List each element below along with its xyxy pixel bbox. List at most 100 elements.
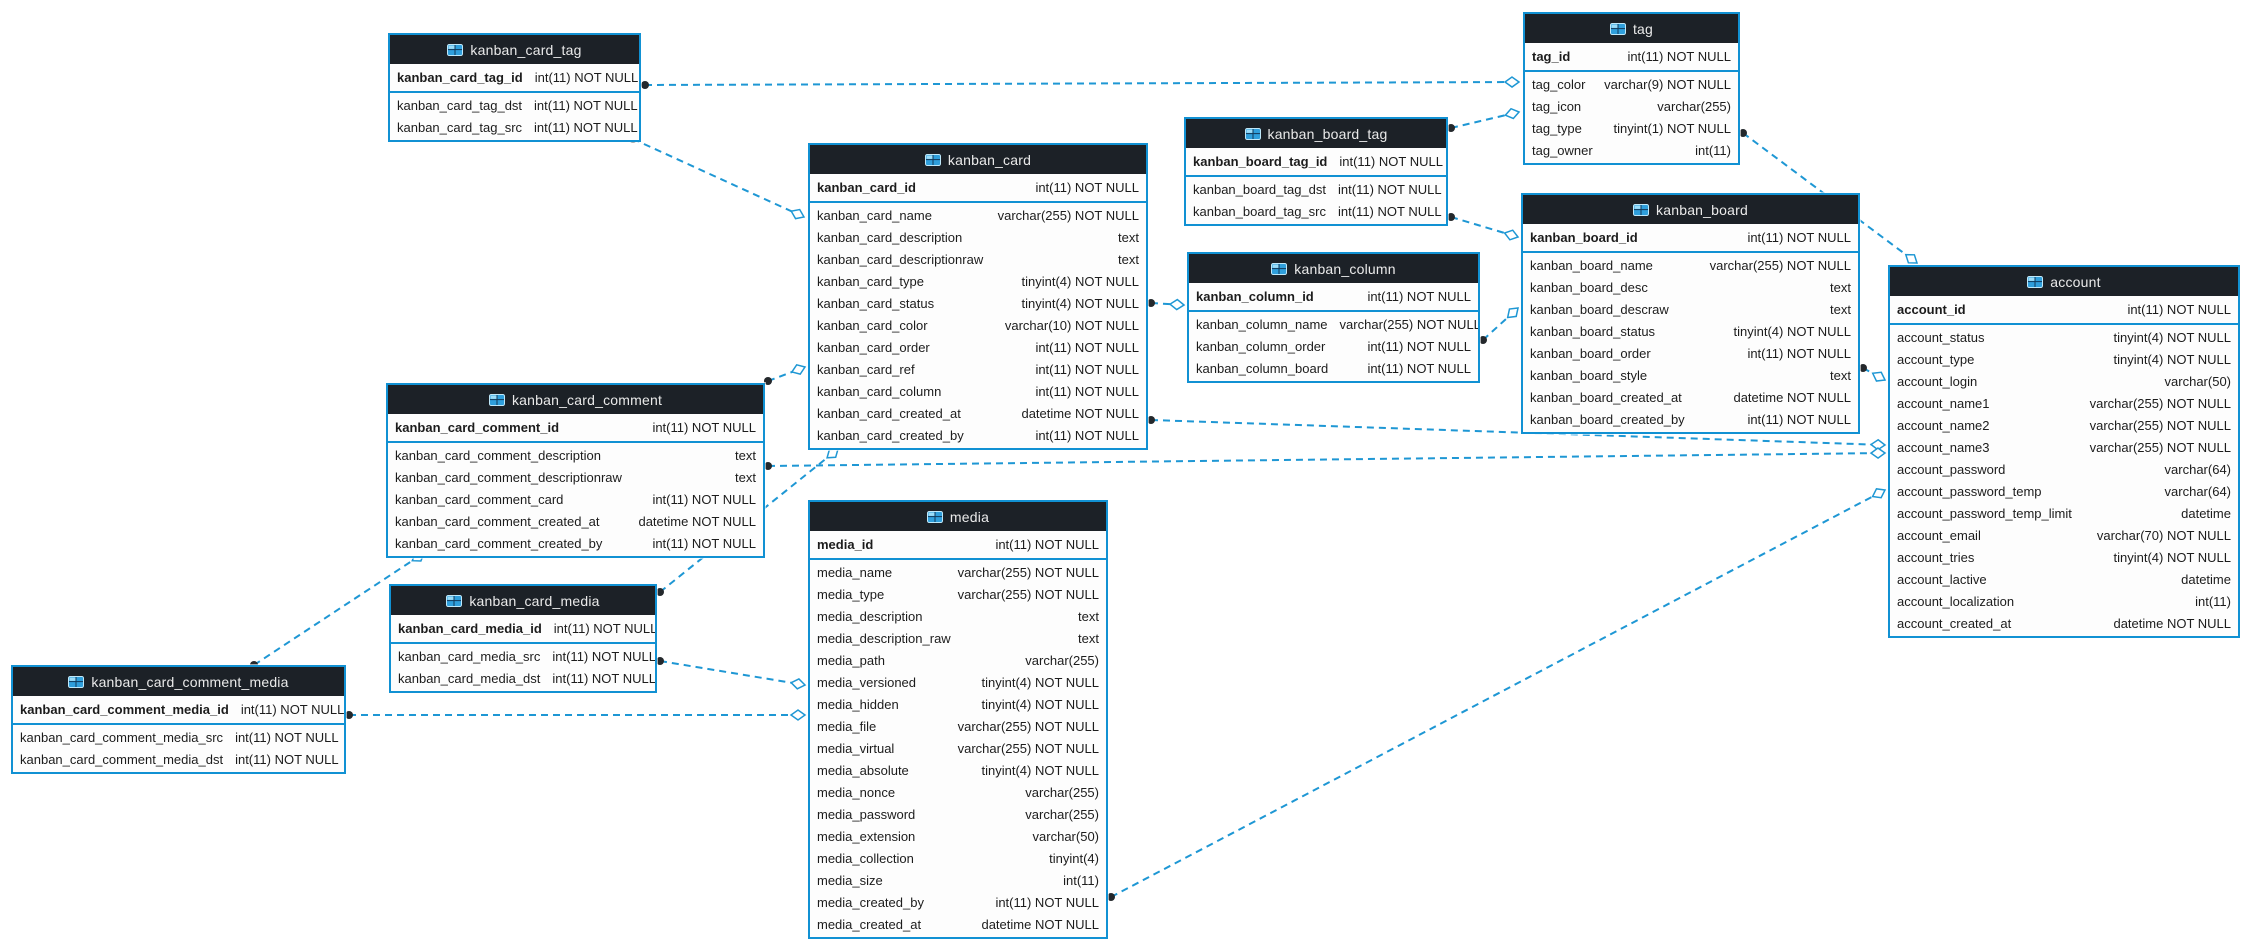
column-type: int(11) NOT NULL <box>235 751 339 767</box>
table-header[interactable]: kanban_card_tag <box>390 35 639 64</box>
table-kanban_column[interactable]: kanban_column kanban_column_id int(11) N… <box>1187 252 1480 383</box>
relation-endpoint-diamond <box>1871 488 1887 499</box>
relation-endpoint-diamond <box>1871 371 1887 382</box>
table-header[interactable]: kanban_card_media <box>391 586 655 615</box>
column-name: media_hidden <box>817 696 899 712</box>
column-type: varchar(255) <box>1025 784 1099 800</box>
table-header[interactable]: media <box>810 502 1106 531</box>
relation-endpoint-dot <box>1859 364 1867 372</box>
table-header[interactable]: account <box>1890 267 2238 296</box>
column-name: media_versioned <box>817 674 917 690</box>
column-name: tag_color <box>1532 76 1586 92</box>
table-kanban_card_comment_media[interactable]: kanban_card_comment_media kanban_card_co… <box>11 665 346 774</box>
table-header[interactable]: kanban_board <box>1523 195 1858 224</box>
column-type: tinyint(4) NOT NULL <box>981 674 1099 690</box>
column-type: int(11) NOT NULL <box>1338 203 1442 219</box>
table-media[interactable]: media media_id int(11) NOT NULL media_na… <box>808 500 1108 939</box>
table-header[interactable]: kanban_column <box>1189 254 1478 283</box>
column-row: kanban_board_tag_src int(11) NOT NULL <box>1186 200 1446 222</box>
table-kanban_card_media[interactable]: kanban_card_media kanban_card_media_id i… <box>389 584 657 693</box>
primary-key-type: int(11) NOT NULL <box>1367 289 1471 304</box>
column-name: kanban_board_tag_src <box>1193 203 1326 219</box>
table-title: media <box>949 508 990 525</box>
table-title: kanban_card_comment <box>511 391 663 408</box>
table-icon <box>1244 127 1261 140</box>
column-type: int(11) NOT NULL <box>552 670 655 686</box>
column-type: varchar(255) NOT NULL <box>957 564 1099 580</box>
table-kanban_board_tag[interactable]: kanban_board_tag kanban_board_tag_id int… <box>1184 117 1448 226</box>
relation-kanban_card_tag-kanban_card <box>632 138 805 218</box>
table-title: kanban_board <box>1656 201 1748 218</box>
table-title: kanban_card_tag <box>470 41 582 58</box>
primary-key-name: tag_id <box>1532 49 1571 64</box>
column-name: kanban_card_tag_dst <box>397 97 523 113</box>
column-name: kanban_card_descriptionraw <box>817 251 984 267</box>
relation-endpoint-dot <box>345 711 353 719</box>
column-type: int(11) NOT NULL <box>1035 383 1139 399</box>
relation-endpoint-dot <box>1447 213 1455 221</box>
relation-endpoint-dot <box>641 81 649 89</box>
table-icon <box>488 393 505 406</box>
table-header[interactable]: tag <box>1525 14 1738 43</box>
column-type: int(11) NOT NULL <box>1035 339 1139 355</box>
column-name: media_virtual <box>817 740 895 756</box>
table-icon <box>924 153 941 166</box>
table-kanban_card_comment[interactable]: kanban_card_comment kanban_card_comment_… <box>386 383 765 558</box>
table-header[interactable]: kanban_card_comment_media <box>13 667 344 696</box>
column-name: media_description <box>817 608 923 624</box>
column-type: text <box>1830 279 1851 295</box>
column-name: account_name3 <box>1897 439 1990 455</box>
table-kanban_board[interactable]: kanban_board kanban_board_id int(11) NOT… <box>1521 193 1860 434</box>
column-type: datetime NOT NULL <box>2113 615 2231 631</box>
column-type: int(11) NOT NULL <box>652 535 756 551</box>
column-type: tinyint(4) NOT NULL <box>2113 329 2231 345</box>
table-icon <box>2027 275 2044 288</box>
primary-key-name: kanban_column_id <box>1196 289 1314 304</box>
table-icon <box>1609 22 1626 35</box>
column-type: text <box>1078 630 1099 646</box>
column-type: datetime NOT NULL <box>638 513 756 529</box>
primary-key-row: kanban_column_id int(11) NOT NULL <box>1189 283 1478 312</box>
column-name: kanban_board_desc <box>1530 279 1648 295</box>
column-type: text <box>1118 229 1139 245</box>
column-type: varchar(255) NOT NULL <box>2089 395 2231 411</box>
table-header[interactable]: kanban_board_tag <box>1186 119 1446 148</box>
column-type: varchar(10) NOT NULL <box>1004 317 1139 333</box>
primary-key-row: kanban_card_tag_id int(11) NOT NULL <box>390 64 639 93</box>
table-kanban_card[interactable]: kanban_card kanban_card_id int(11) NOT N… <box>808 143 1148 450</box>
primary-key-row: kanban_card_id int(11) NOT NULL <box>810 174 1146 203</box>
table-header[interactable]: kanban_card_comment <box>388 385 763 414</box>
table-header[interactable]: kanban_card <box>810 145 1146 174</box>
table-kanban_card_tag[interactable]: kanban_card_tag kanban_card_tag_id int(1… <box>388 33 641 142</box>
column-type: text <box>1078 608 1099 624</box>
column-type: int(11) NOT NULL <box>534 97 638 113</box>
table-icon <box>1633 203 1650 216</box>
table-title: kanban_board_tag <box>1267 125 1388 142</box>
table-account[interactable]: account account_id int(11) NOT NULL acco… <box>1888 265 2240 638</box>
column-type: varchar(255) NOT NULL <box>2089 439 2231 455</box>
column-type: text <box>735 469 756 485</box>
